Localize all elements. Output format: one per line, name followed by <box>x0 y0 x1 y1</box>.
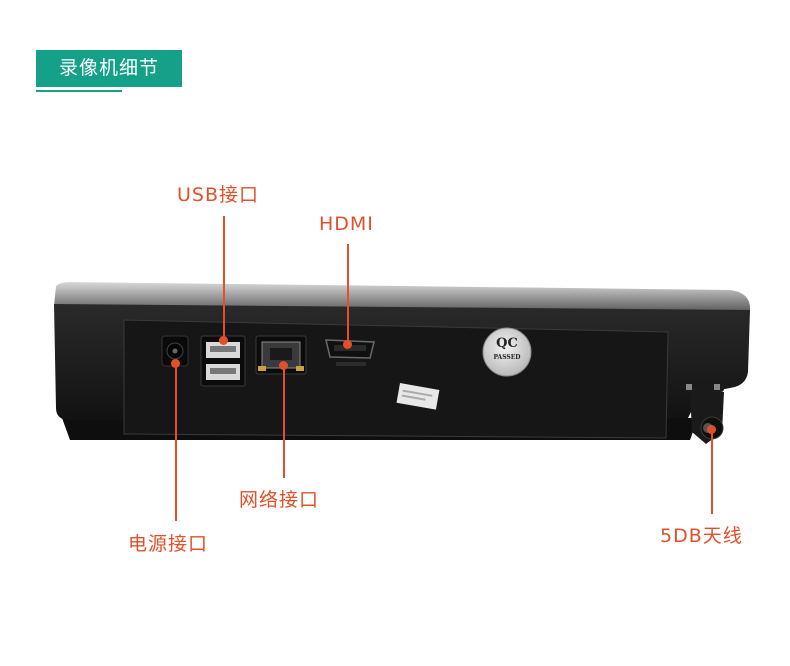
silver-top-rim <box>54 282 750 312</box>
power-leader-line <box>175 364 177 521</box>
antenna-marker-dot <box>707 425 716 434</box>
antenna-label: 5DB天线 <box>660 525 743 547</box>
title-underline <box>36 90 122 92</box>
power-marker-dot <box>171 359 180 368</box>
usb-label: USB接口 <box>177 184 260 206</box>
qc-passed-sticker <box>482 327 532 377</box>
usb-marker-dot <box>219 336 228 345</box>
power-label: 电源接口 <box>128 533 209 555</box>
network-label: 网络接口 <box>239 489 320 511</box>
white-label-sticker <box>396 383 440 410</box>
power-jack <box>161 335 189 367</box>
page-title: 录像机细节 <box>36 50 182 87</box>
antenna-leader-line <box>711 430 713 514</box>
hdmi-leader-line <box>347 244 349 344</box>
hdmi-marker-dot <box>343 340 352 349</box>
usb-leader-line <box>223 216 225 340</box>
network-marker-dot <box>279 361 288 370</box>
qc-passed-label: PASSED <box>493 354 521 361</box>
network-leader-line <box>283 366 285 478</box>
hdmi-label: HDMI <box>319 213 374 235</box>
network-port <box>255 335 307 375</box>
qc-label: QC <box>496 336 518 351</box>
